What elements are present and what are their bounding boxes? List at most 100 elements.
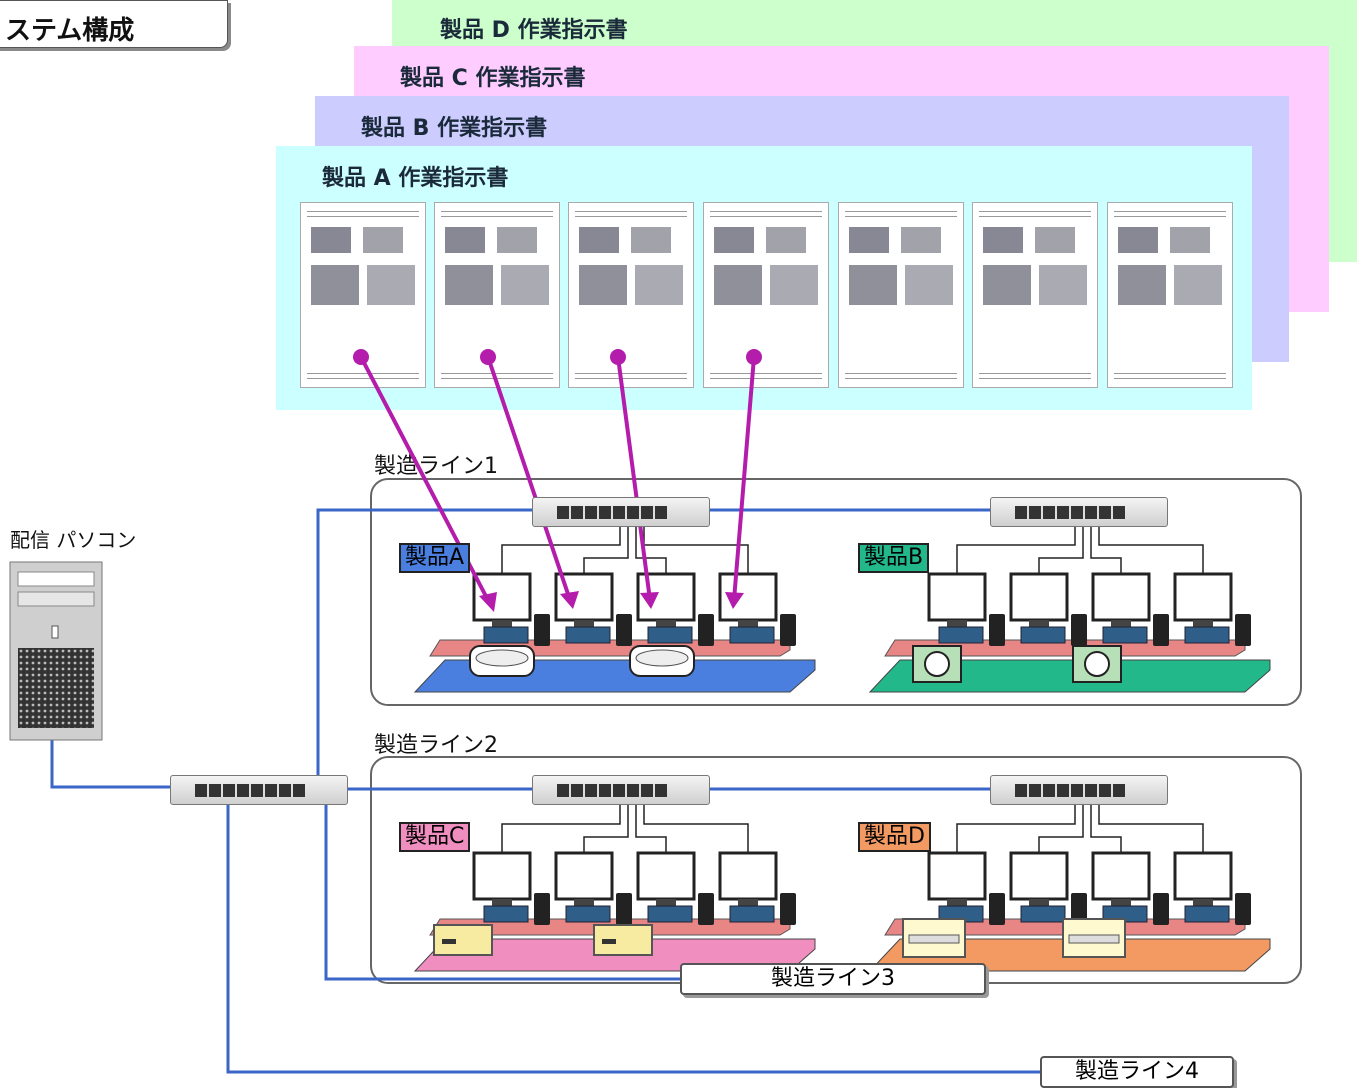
monitor (927, 572, 987, 622)
product-item-detail (635, 649, 689, 667)
monitor (554, 851, 614, 901)
product-item-detail (908, 934, 960, 944)
monitor (718, 851, 778, 901)
hub-line-2-a (532, 775, 710, 805)
arrowhead (479, 592, 497, 612)
lan-wire (643, 526, 749, 574)
lan-wire (583, 805, 629, 853)
page-footer (575, 373, 687, 379)
product-item-detail (1068, 934, 1120, 944)
keyboard (729, 626, 775, 644)
monitor (1009, 851, 1069, 901)
page-photo (1035, 227, 1075, 253)
line-2-label: 製造ライン2 (374, 733, 498, 758)
pc-tower (534, 614, 550, 646)
page-footer (845, 373, 957, 379)
product-tag-b: 製品B (858, 543, 930, 573)
arrowhead (640, 592, 659, 609)
keyboard (1020, 626, 1066, 644)
hub-main (170, 775, 348, 805)
sheet-title: 製品 C 作業指示書 (400, 66, 586, 91)
monitor (927, 851, 987, 901)
page-photo (311, 227, 351, 253)
monitor (1173, 851, 1233, 901)
page-title: ステム構成 (0, 0, 228, 48)
monitor (1091, 572, 1151, 622)
monitor-stand (574, 620, 594, 628)
page-header (979, 211, 1091, 217)
product-item-detail (442, 939, 456, 944)
keyboard (483, 905, 529, 923)
arrow-origin-dot (746, 349, 762, 365)
monitor (1173, 572, 1233, 622)
keyboard (565, 905, 611, 923)
pc-tower (780, 614, 796, 646)
keyboard (729, 905, 775, 923)
keyboard (647, 905, 693, 923)
page-photo (1118, 227, 1158, 253)
lan-wire (956, 805, 1076, 853)
page-photo (311, 265, 359, 305)
monitor-stand (1111, 899, 1131, 907)
page-header (575, 211, 687, 217)
page-photo (445, 227, 485, 253)
instruction-page-thumbnail[interactable] (703, 202, 829, 388)
instruction-page-thumbnail[interactable] (972, 202, 1098, 388)
keyboard (565, 626, 611, 644)
lan-wire (501, 805, 621, 853)
pc-tower (1235, 614, 1251, 646)
monitor-stand (947, 620, 967, 628)
distribution-pc-icon (9, 561, 103, 741)
monitor-stand (1111, 620, 1131, 628)
product-item-detail (1084, 651, 1110, 677)
lan-wire (1090, 526, 1122, 574)
pc-tower (989, 614, 1005, 646)
pc-tower (698, 893, 714, 925)
page-photo (1039, 265, 1087, 305)
monitor-stand (656, 899, 676, 907)
sheet-title: 製品 A 作業指示書 (322, 166, 509, 191)
pc-tower (780, 893, 796, 925)
monitor-stand (656, 620, 676, 628)
keyboard (1184, 905, 1230, 923)
page-photo (849, 265, 897, 305)
keyboard (1020, 905, 1066, 923)
lan-wire (1090, 805, 1122, 853)
lan-wire (1038, 526, 1084, 574)
instruction-page-thumbnail[interactable] (568, 202, 694, 388)
keyboard (1184, 626, 1230, 644)
monitor-stand (492, 899, 512, 907)
instruction-page-thumbnail[interactable] (434, 202, 560, 388)
monitor (472, 851, 532, 901)
pc-tower (1235, 893, 1251, 925)
instruction-page-thumbnail[interactable] (838, 202, 964, 388)
page-photo (714, 265, 762, 305)
page-photo (501, 265, 549, 305)
page-footer (710, 373, 822, 379)
pc-tower (616, 893, 632, 925)
page-photo (1170, 227, 1210, 253)
lan-wire (635, 526, 667, 574)
lan-wire (1098, 526, 1204, 574)
hub-line-1-a (532, 497, 710, 527)
page-photo (497, 227, 537, 253)
page-photo (714, 227, 754, 253)
page-photo (901, 227, 941, 253)
product-item-detail (924, 651, 950, 677)
lan-wire (583, 526, 629, 574)
pc-tower (989, 893, 1005, 925)
page-footer (307, 373, 419, 379)
monitor-stand (738, 620, 758, 628)
monitor-stand (738, 899, 758, 907)
instruction-page-thumbnail[interactable] (1107, 202, 1233, 388)
page-photo (367, 265, 415, 305)
distribution-pc-label: 配信 パソコン (10, 528, 137, 552)
keyboard (938, 626, 984, 644)
page-photo (983, 227, 1023, 253)
line-4-box: 製造ライン4 (1040, 1056, 1234, 1088)
monitor-stand (1193, 620, 1213, 628)
monitor-stand (492, 620, 512, 628)
network-cables (50, 508, 1042, 1074)
monitor-stand (1029, 899, 1049, 907)
keyboard (647, 626, 693, 644)
